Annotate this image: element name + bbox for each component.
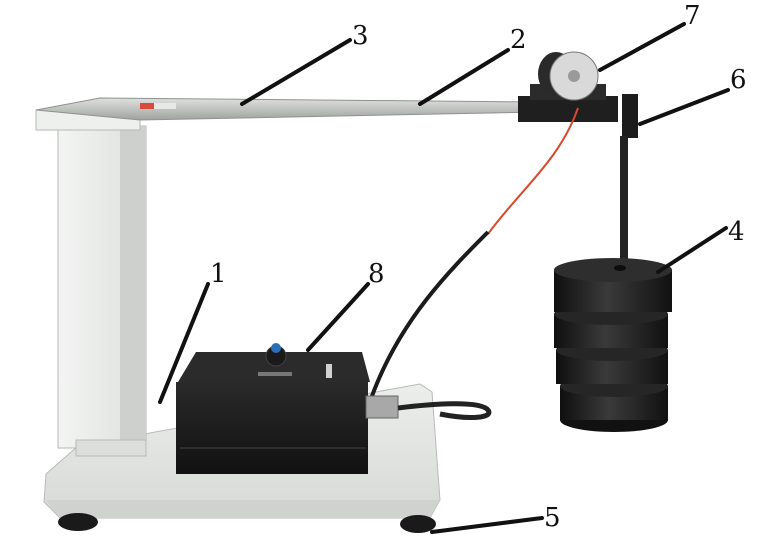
cantilever-beam	[35, 97, 541, 121]
label-7: 7	[684, 1, 701, 31]
hanger-rod	[620, 94, 638, 268]
signal-cable-black	[370, 230, 490, 397]
leader-lines	[158, 22, 730, 534]
label-5: 5	[544, 503, 561, 533]
connector-cable	[365, 395, 492, 420]
motor-assembly	[518, 51, 618, 122]
label-4: 4	[728, 217, 745, 247]
control-box	[176, 343, 370, 474]
rubber-feet	[58, 513, 436, 533]
label-2: 2	[510, 25, 527, 55]
signal-wire-red	[487, 107, 579, 235]
support-column	[35, 109, 147, 457]
label-1: 1	[210, 259, 227, 289]
label-6: 6	[730, 65, 747, 95]
label-3: 3	[352, 21, 369, 51]
label-8: 8	[368, 259, 385, 289]
weights-stack	[554, 258, 672, 432]
